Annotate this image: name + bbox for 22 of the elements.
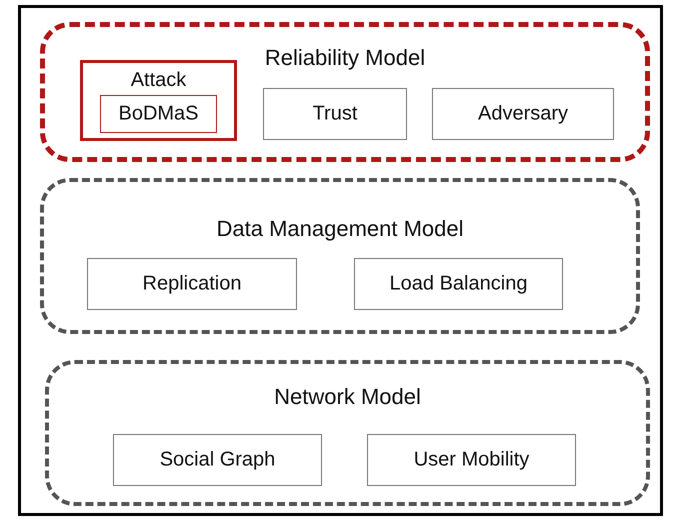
box-label: Replication [142, 272, 242, 296]
component-box [100, 95, 217, 133]
component-box [354, 258, 563, 310]
group-title: Data Management Model [215, 216, 465, 242]
box-label: Adversary [476, 102, 570, 126]
group-panel [45, 360, 650, 506]
box-label: User Mobility [412, 448, 530, 472]
group-panel [40, 178, 640, 334]
component-box [113, 434, 322, 486]
group-panel [40, 22, 650, 162]
component-box [432, 88, 614, 140]
group-title: Attack [130, 69, 188, 92]
box-label: Load Balancing [388, 272, 528, 296]
box-label: Trust [312, 102, 358, 126]
component-box [87, 258, 297, 310]
component-box [367, 434, 576, 486]
component-box [80, 60, 237, 141]
component-box [263, 88, 407, 140]
box-label: BoDMaS [117, 102, 200, 126]
group-title: Reliability Model [264, 45, 426, 71]
group-title: Network Model [273, 384, 422, 410]
box-label: Social Graph [158, 448, 276, 472]
